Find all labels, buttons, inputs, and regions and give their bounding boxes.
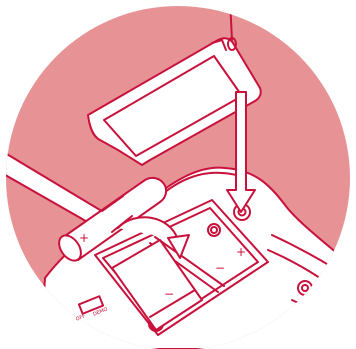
device-panel-line bbox=[292, 300, 330, 318]
device-screw bbox=[298, 281, 312, 295]
